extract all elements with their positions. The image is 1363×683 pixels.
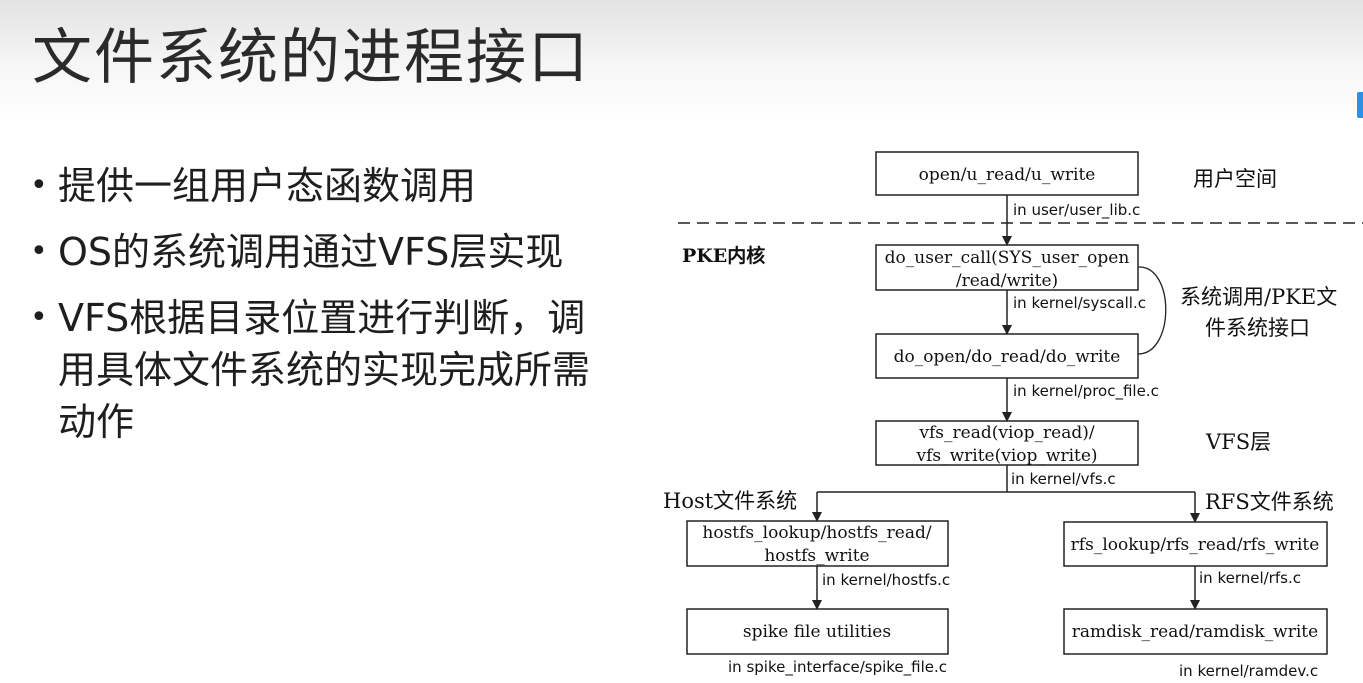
syscall-interface-label: 件系统接口 [1205,316,1310,340]
bullet-text: VFS根据目录位置进行判断，调用具体文件系统的实现完成所需动作 [58,296,591,444]
pke-kernel-label: PKE内核 [682,244,765,267]
vfs-box-label: vfs_write(viop_write) [915,446,1097,466]
ramdisk-box [1063,608,1328,655]
user-space-label: 用户空间 [1193,167,1277,191]
ramdisk-box-label: ramdisk_read/ramdisk_write [1072,622,1318,642]
do-user-call-box-label: do_user_call(SYS_user_open [885,248,1130,268]
location-label: in kernel/vfs.c [1011,470,1116,488]
bullet-dot: • [30,300,48,335]
bullet-item: • 提供一组用户态函数调用 [30,160,610,212]
bullet-dot: • [30,168,48,203]
location-label: in spike_interface/spike_file.c [728,658,947,677]
hostfs-box-label: hostfs_lookup/hostfs_read/ [702,523,931,543]
scroll-indicator[interactable] [1357,92,1363,118]
location-label: in kernel/rfs.c [1199,569,1301,587]
location-label: in kernel/hostfs.c [822,571,950,589]
vfs-box-label: vfs_read(viop_read)/ [918,423,1094,443]
syscall-interface-label: 系统调用/PKE文 [1180,285,1337,309]
location-label: in kernel/syscall.c [1013,294,1146,312]
bullet-text: OS的系统调用通过VFS层实现 [58,230,564,274]
location-label: in user/user_lib.c [1013,201,1140,220]
do-user-call-box-label: /read/write) [956,271,1058,291]
hostfs-box-label: hostfs_write [764,546,869,566]
location-label: in kernel/proc_file.c [1013,382,1159,401]
rfs-fs-label: RFS文件系统 [1205,490,1334,514]
location-label: in kernel/ramdev.c [1179,662,1318,680]
do-open-box-label: do_open/do_read/do_write [894,347,1121,367]
bullet-item: • VFS根据目录位置进行判断，调用具体文件系统的实现完成所需动作 [30,292,610,448]
spike-box-label: spike file utilities [743,622,891,642]
host-fs-label: Host文件系统 [663,489,797,513]
rfs-box-label: rfs_lookup/rfs_read/rfs_write [1071,535,1320,555]
title-band [0,0,1363,120]
bullet-item: • OS的系统调用通过VFS层实现 [30,226,610,278]
user-api-box-label: open/u_read/u_write [919,165,1096,185]
slide-title: 文件系统的进程接口 [32,23,590,93]
spike-box [686,608,949,655]
vfs-layer-label: VFS层 [1205,430,1271,454]
do-open-box [875,333,1139,379]
bullet-list: • 提供一组用户态函数调用 • OS的系统调用通过VFS层实现 • VFS根据目录位置… [30,160,610,462]
bullet-dot: • [30,234,48,269]
user-api-box [875,151,1139,196]
bullet-text: 提供一组用户态函数调用 [58,164,477,208]
do-user-call-box [875,244,1139,291]
syscall-bracket [1137,266,1167,355]
hostfs-box [686,520,949,567]
